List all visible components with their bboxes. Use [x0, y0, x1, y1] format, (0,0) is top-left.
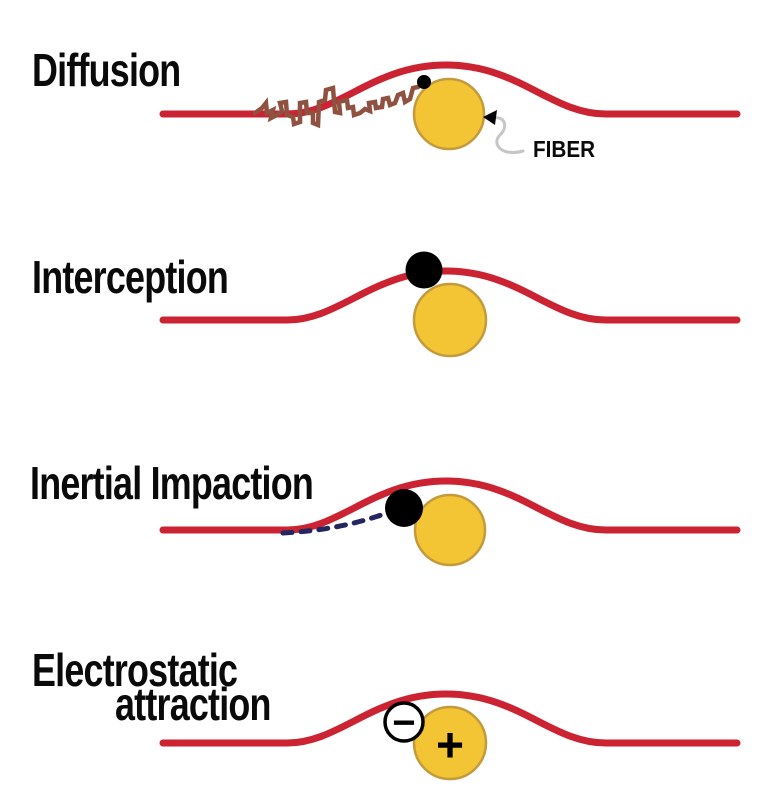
fiber-callout-arrow — [492, 116, 525, 154]
inertial-impaction-section — [159, 477, 741, 567]
section-label-interception: Interception — [32, 251, 229, 303]
fiber-callout-label: FIBER — [533, 136, 596, 162]
section-label-diffusion: Diffusion — [32, 44, 181, 96]
diffusion-particle — [417, 75, 431, 89]
section-label-inertial-impaction: Inertial Impaction — [30, 457, 314, 509]
inertial-impaction-particle — [385, 489, 423, 527]
electrostatic-streamline — [159, 690, 741, 747]
diffusion-section — [159, 61, 741, 154]
interception-section — [159, 251, 741, 358]
interception-streamline — [159, 267, 741, 324]
interception-fiber-circle — [412, 282, 488, 358]
brownian-motion-path — [252, 80, 426, 129]
interception-particle — [405, 251, 443, 289]
particle-negative-charge: − — [392, 701, 415, 745]
electrostatic-attraction-section: + − — [159, 690, 741, 781]
diffusion-streamline — [159, 61, 741, 118]
fiber-callout-arrowhead-icon — [483, 110, 497, 125]
inertial-impaction-fiber-circle — [413, 493, 487, 567]
charged-particle-circle — [383, 701, 425, 743]
diffusion-fiber-circle — [412, 77, 486, 151]
section-label-electrostatic-line1: Electrostatic — [32, 644, 238, 696]
fiber-positive-charge: + — [436, 720, 464, 773]
inertial-impaction-streamline — [159, 477, 741, 534]
particle-trajectory-dashed-line — [280, 508, 395, 536]
electrostatic-fiber-circle — [412, 705, 488, 781]
section-label-electrostatic-line2: attraction — [115, 678, 271, 730]
